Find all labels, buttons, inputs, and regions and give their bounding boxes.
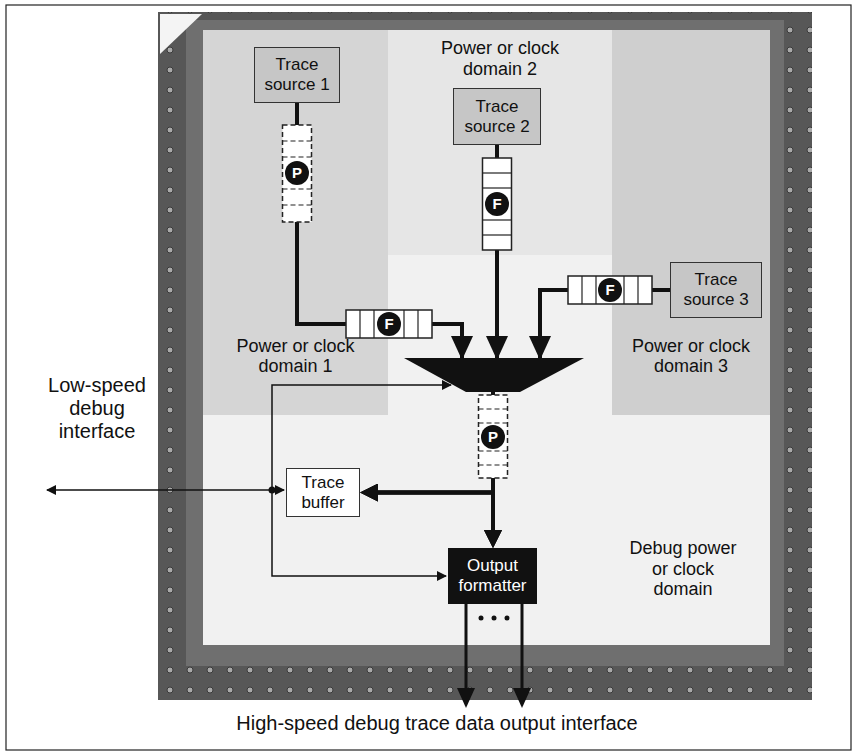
fifo-marker: F [598,278,622,302]
mux-input-arrowhead [451,336,473,360]
mux-input-arrowhead [486,336,508,360]
fifo-outline [483,158,512,250]
fifo-divider [595,276,596,304]
control-wire [47,489,284,491]
debug-domain-region: Debug power or clock domain Power or cloc… [203,30,770,645]
fifo-divider [479,408,508,409]
node-label: Power or clock domain 2 [425,38,575,79]
power-domain-region: Power or clock domain 3 Trace source 3 [612,30,770,415]
fifo-divider [479,450,508,451]
node-label: Output formatter [453,556,532,595]
trace-source-box: Trace source 3 [670,262,762,318]
ellipsis-dot [492,616,497,621]
fifo-divider [479,464,508,465]
interface-label: Low-speed debug interface [42,374,152,443]
fifo-divider [483,234,512,235]
ellipsis-dot [505,616,510,621]
interface-label: High-speed debug trace data output inter… [107,712,767,735]
fifo-divider [483,187,512,188]
trace-source-box: Trace source 1 [254,47,340,103]
trace-source-box: Trace source 2 [453,88,541,145]
mux-input-arrowhead [529,336,551,360]
node-label: Trace source 1 [260,55,334,94]
trace-data-connector [297,103,493,493]
trace-data-connector [493,290,670,542]
chip-die-ring [186,20,784,666]
fifo-buffer [568,276,652,304]
fifo-marker: P [481,425,505,449]
node-label: Debug power or clock domain [622,538,744,600]
fifo-buffer [483,158,512,250]
node-label: Power or clock domain 1 [221,336,371,377]
fifo-divider [417,310,418,338]
fifo-divider [359,310,360,338]
fifo-marker: P [285,161,309,185]
output-wire [521,604,524,692]
fifo-divider [283,140,312,141]
fifo-divider [483,172,512,173]
control-wire [272,385,451,490]
ellipsis-dot [479,616,484,621]
figure-frame [6,5,851,750]
fifo-outline [568,276,652,304]
output-formatter-box: Output formatter [448,548,537,604]
node-label: Power or clock domain 3 [616,336,766,377]
trace-buffer-box: Trace buffer [286,468,360,517]
output-wire [465,604,468,692]
control-wire [272,490,446,576]
fifo-divider [637,276,638,304]
node-label: Trace source 3 [676,270,756,309]
fifo-marker: F [485,192,509,216]
fifo-outline [479,395,508,478]
fifo-divider [483,219,512,220]
fifo-divider [581,276,582,304]
output-arrowhead [457,688,475,708]
fifo-marker: F [377,312,401,336]
fifo-outline [283,125,312,222]
fifo-divider [479,422,508,423]
fifo-divider [283,188,312,189]
fifo-buffer [346,310,432,338]
fifo-divider [283,156,312,157]
fifo-divider [623,276,624,304]
chip-package [158,12,812,700]
fifo-outline [346,310,432,338]
node-label: Trace source 2 [459,97,535,136]
fifo-divider [373,310,374,338]
wire-junction-dot [269,487,276,494]
fifo-pipeline-dashed [479,395,508,478]
output-arrowhead [513,688,531,708]
node-label: Trace buffer [292,473,354,512]
chip-corner-notch [160,14,202,54]
fifo-divider [283,204,312,205]
trace-data-connector [297,103,493,542]
fifo-divider [403,310,404,338]
multiplexer [404,358,584,392]
fifo-pipeline-dashed [283,125,312,222]
